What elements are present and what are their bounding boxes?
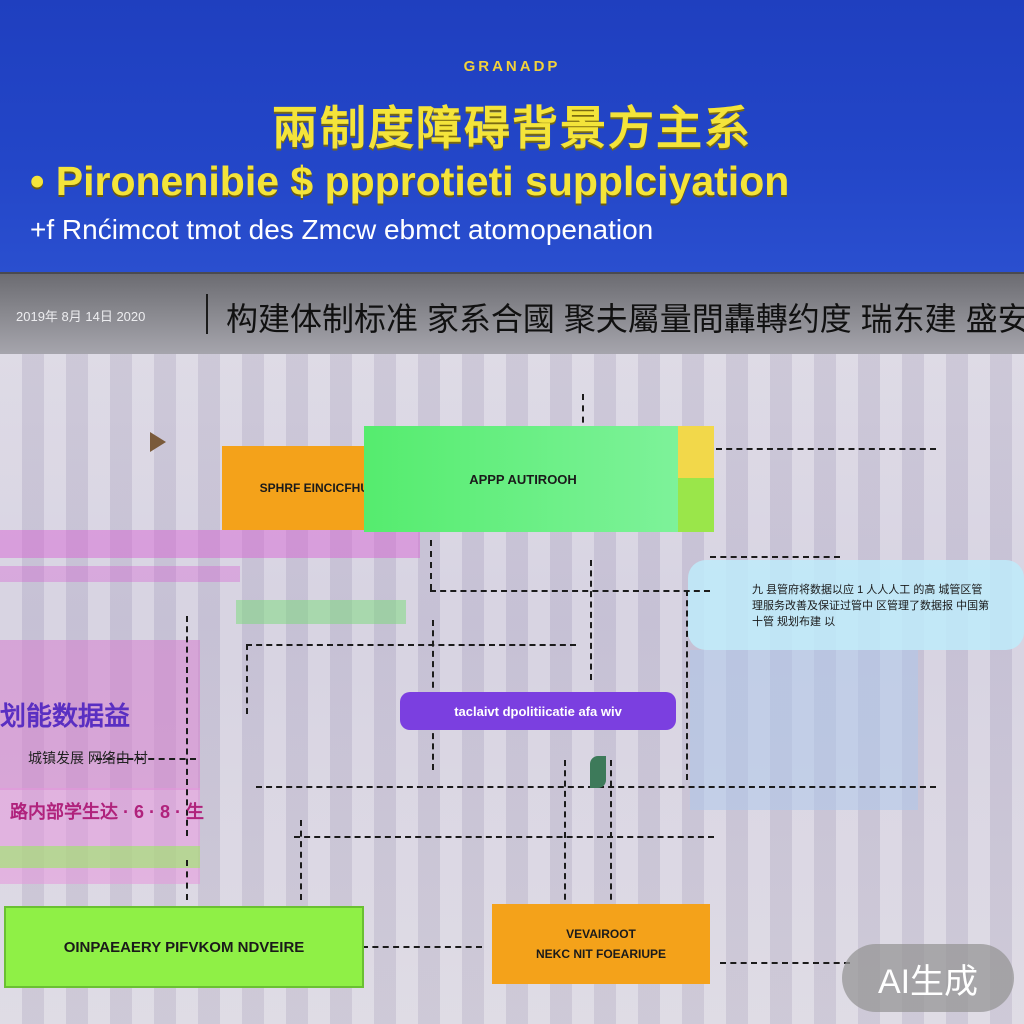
strip-divider <box>206 294 208 334</box>
connector-line <box>362 946 482 948</box>
connector-line <box>716 448 936 450</box>
side-panel <box>0 788 200 884</box>
side-label-tertiary: 路内部学生达 · 6 · 8 · 生 <box>10 802 205 822</box>
side-panel <box>0 640 200 790</box>
info-callout-text: 九 县管府将数据以应 1 人人人工 的高 城管区管理服务改善及保证过管中 区管理… <box>752 584 990 628</box>
node-bottom-left-label: OINPAEAERY PIFVKOM NDVEIRE <box>63 938 305 956</box>
node-bottom-right-line1: VEVAIROOT <box>566 927 636 941</box>
connector-line <box>294 836 714 838</box>
arrow-icon <box>150 432 166 452</box>
pink-band <box>0 530 420 558</box>
green-band <box>236 600 406 624</box>
connector-line <box>686 590 688 780</box>
connector-line <box>590 560 592 680</box>
connector-line <box>96 758 196 760</box>
leaf-icon <box>590 756 606 788</box>
node-app-tab <box>678 426 714 478</box>
ai-generated-badge: AI生成 <box>842 944 1014 1012</box>
brand-label: GRANADP <box>463 58 561 75</box>
pink-band <box>0 566 240 582</box>
node-center-label: taclaivt dpolitiicatie afa wiv <box>454 703 622 719</box>
node-center: taclaivt dpolitiicatie afa wiv <box>400 692 676 730</box>
node-bottom-right-line2: NEKC NIT FOEARIUPE <box>535 947 666 961</box>
lime-band <box>0 846 200 868</box>
connector-line <box>430 590 710 592</box>
info-callout <box>688 560 1024 650</box>
connector-line <box>582 394 584 434</box>
subtitle-text: Rnćimcot tmot des Zmcw ebmct atomopenati… <box>61 214 654 245</box>
strip-headline: 构建体制标准 家系合國 聚夫屬量間轟轉约度 瑞东建 盛安 <box>226 301 1024 337</box>
page-title-cn: 兩制度障碍背景方主系 <box>272 102 752 154</box>
node-app-tab <box>678 478 714 532</box>
node-app: APPP AUTIROOH <box>364 426 682 532</box>
strip-date: 2019年 8月 14日 2020 <box>16 309 146 324</box>
page-subtitle: +f Rnćimcot tmot des Zmcw ebmct atomopen… <box>30 214 653 246</box>
node-app-label: APPP AUTIROOH <box>469 471 577 487</box>
connector-line <box>710 556 840 558</box>
connector-line <box>610 760 612 910</box>
connector-line <box>300 820 302 900</box>
connector-line <box>186 860 188 900</box>
side-label-secondary: 城镇发展 网络由 村 <box>28 750 148 766</box>
header-banner: GRANADP 兩制度障碍背景方主系 • Pironenibie $ pppro… <box>0 0 1024 272</box>
connector-line <box>186 616 188 836</box>
node-sphere-label: SPHRF EINCICFHUG <box>259 481 379 495</box>
subtitle-prefix: +f <box>30 214 55 245</box>
info-screen <box>690 650 918 810</box>
connector-line <box>564 760 566 910</box>
connector-line <box>430 540 432 590</box>
title-bullet: • <box>30 158 45 204</box>
side-label-primary: 划能数据益 <box>0 701 131 731</box>
connector-line <box>246 644 576 646</box>
node-bottom-left: OINPAEAERY PIFVKOM NDVEIRE <box>4 906 364 988</box>
node-bottom-right: VEVAIROOT NEKC NIT FOEARIUPE <box>492 904 710 984</box>
headline-strip: 2019年 8月 14日 2020 构建体制标准 家系合國 聚夫屬量間轟轉约度 … <box>0 272 1024 356</box>
page-title-en: • Pironenibie $ ppprotieti supplciyation <box>30 158 789 205</box>
connector-line <box>246 644 248 714</box>
connector-line <box>720 962 850 964</box>
title-en-text: Pironenibie $ ppprotieti supplciyation <box>55 158 790 204</box>
